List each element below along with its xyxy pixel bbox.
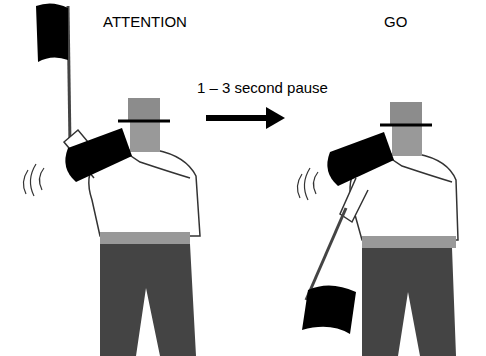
- arrow-shaft: [206, 115, 270, 121]
- pause-label: 1 – 3 second pause: [197, 79, 328, 96]
- signal-label: ATTENTION: [103, 13, 187, 30]
- megaphone: [65, 128, 132, 182]
- arm: [384, 154, 452, 182]
- flagger-go: [297, 102, 458, 356]
- arm: [122, 150, 190, 178]
- face: [392, 126, 422, 156]
- belt: [362, 236, 456, 248]
- flag: [302, 285, 356, 334]
- megaphone: [327, 132, 394, 186]
- flag: [36, 3, 68, 62]
- hat-brim: [380, 124, 432, 127]
- flagger-attention: [23, 3, 200, 356]
- arrow-head: [266, 107, 285, 129]
- hat-brim: [118, 120, 170, 123]
- face: [130, 122, 160, 152]
- belt: [100, 232, 190, 244]
- flag-pole: [68, 6, 70, 146]
- sound-lines: [23, 164, 44, 196]
- hat-crown: [128, 98, 160, 120]
- pause-arrow: [206, 107, 285, 129]
- sound-lines: [297, 168, 318, 200]
- pants: [362, 248, 456, 356]
- hat-crown: [390, 102, 422, 124]
- pants: [100, 244, 196, 356]
- signal-label: GO: [384, 13, 407, 30]
